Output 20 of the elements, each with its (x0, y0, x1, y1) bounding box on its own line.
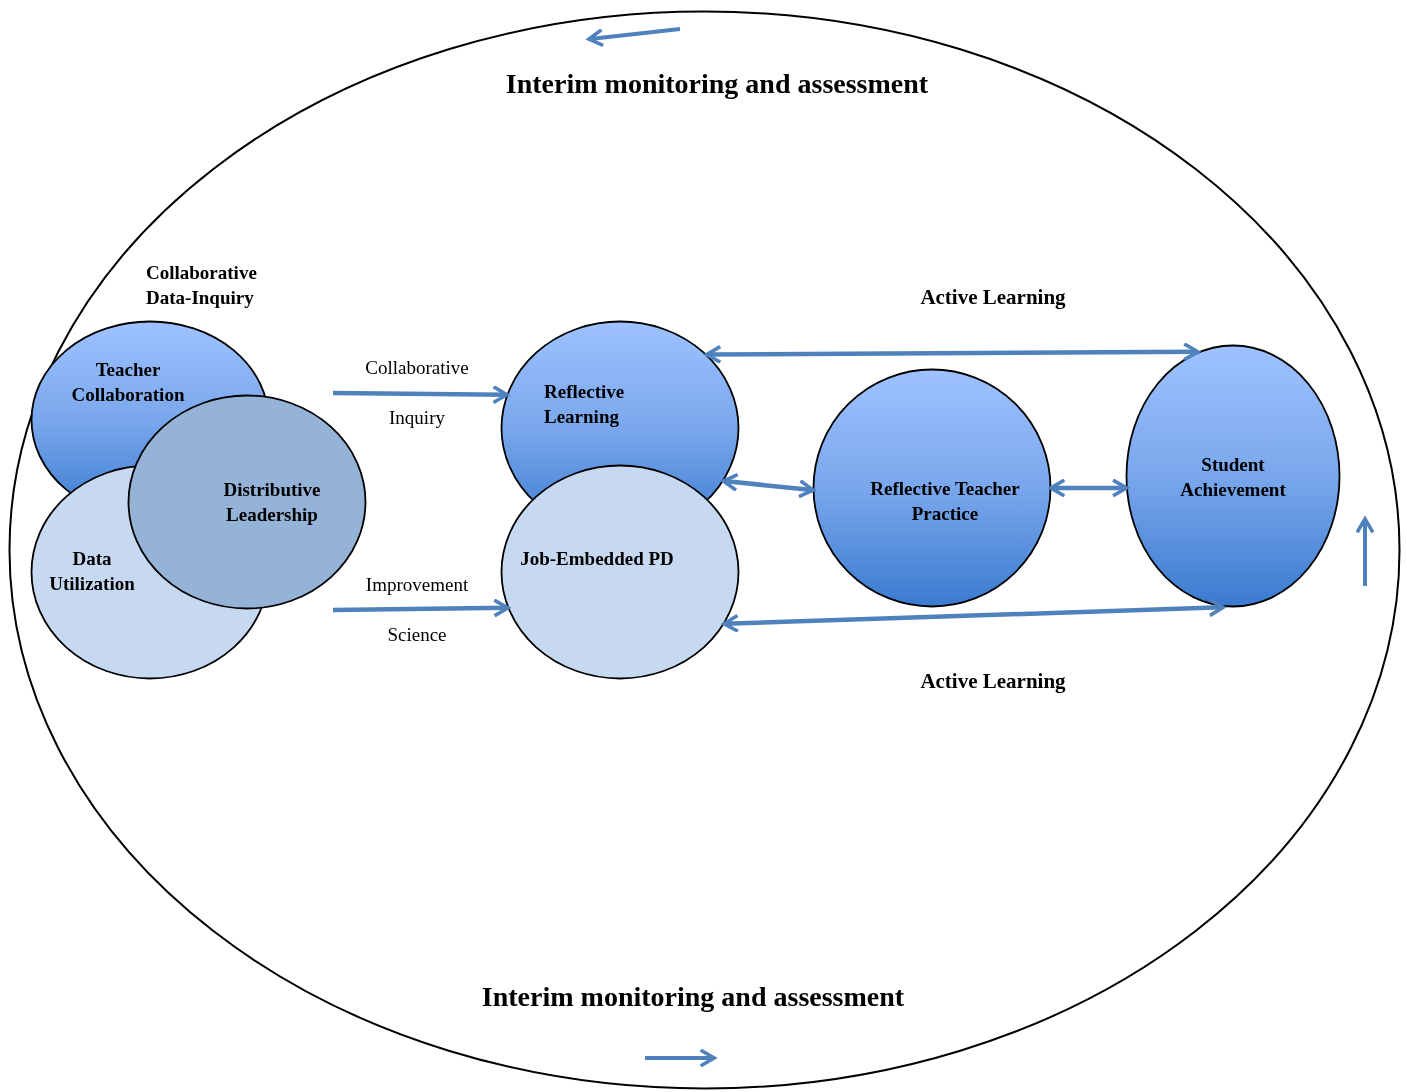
arrow (721, 472, 815, 499)
node-label: Teacher Collaboration (70, 358, 186, 407)
title-text: Interim monitoring and assessment (504, 67, 930, 101)
title-text: Interim monitoring and assessment (480, 980, 906, 1014)
edge-label: Active Learning (919, 284, 1067, 311)
node-label: Student Achievement (1179, 453, 1287, 502)
edge-label: Improvement Science (364, 573, 470, 647)
arrow (332, 384, 509, 405)
node-label: Job-Embedded PD (519, 547, 675, 571)
arrow (332, 598, 510, 618)
node-label: Reflective Teacher Practice (869, 477, 1021, 526)
node-label: Distributive Leadership (222, 478, 322, 527)
node-label: Reflective Learning (544, 380, 626, 429)
edge-label: Collaborative Inquiry (364, 356, 470, 430)
group-heading: Collaborative Data-Inquiry (146, 261, 258, 310)
arrow (1049, 478, 1129, 498)
arrow (704, 342, 1200, 365)
edge-label: Active Learning (919, 668, 1067, 695)
arrow (722, 598, 1225, 634)
node-label: Data Utilization (48, 547, 136, 596)
